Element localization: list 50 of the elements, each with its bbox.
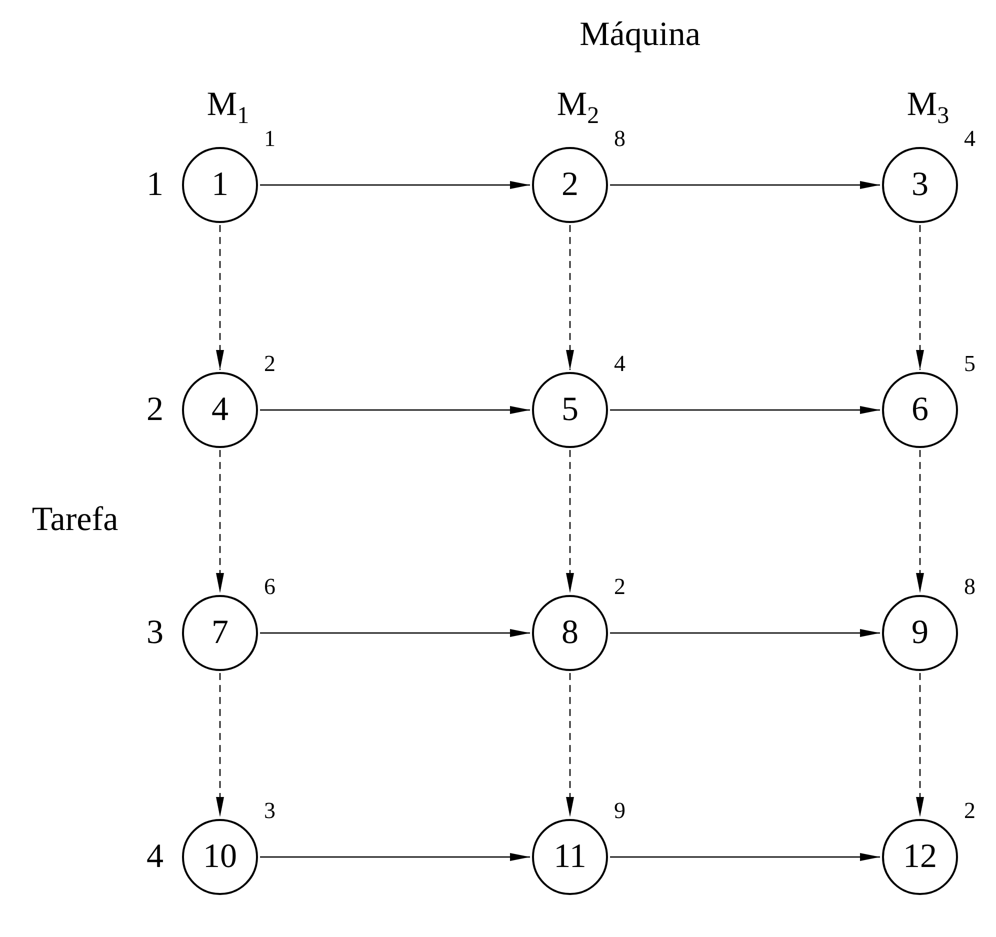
node-number: 3 (912, 168, 928, 202)
row-number: 4 (146, 840, 164, 874)
node-number: 5 (562, 393, 578, 427)
node-number: 6 (912, 393, 928, 427)
row-number: 1 (146, 168, 164, 202)
processing-time: 4 (964, 127, 976, 150)
arrow (916, 450, 924, 593)
column-header: M$_{1}$ (206, 88, 250, 128)
arrow (610, 181, 880, 189)
arrow (610, 406, 880, 414)
processing-time: 9 (614, 799, 626, 822)
arrow (216, 673, 224, 817)
arrow (260, 181, 530, 189)
arrow (566, 225, 574, 370)
arrow (916, 225, 924, 370)
node-number: 12 (903, 840, 937, 874)
arrow (216, 225, 224, 370)
node-number: 7 (212, 616, 228, 650)
arrow (216, 450, 224, 593)
node-number: 8 (562, 616, 578, 650)
column-header: M$_{2}$ (556, 88, 600, 128)
arrow (566, 673, 574, 817)
node-number: 2 (562, 168, 578, 202)
row-number: 3 (146, 616, 164, 650)
arrow (610, 853, 880, 861)
arrow (260, 629, 530, 637)
processing-time: 8 (614, 127, 626, 150)
node-number: 9 (912, 616, 928, 650)
arrow (566, 450, 574, 593)
axis-title: Tarefa (32, 503, 118, 537)
node-number: 11 (554, 840, 586, 874)
arrow (260, 406, 530, 414)
processing-time: 2 (964, 799, 976, 822)
processing-time: 2 (264, 352, 276, 375)
processing-time: 6 (264, 575, 276, 598)
processing-time: 5 (964, 352, 976, 375)
processing-time: 4 (614, 352, 626, 375)
processing-time: 3 (264, 799, 276, 822)
node-number: 4 (212, 393, 228, 427)
node-number: 1 (212, 168, 228, 202)
processing-time: 2 (614, 575, 626, 598)
column-header: M$_{3}$ (906, 88, 950, 128)
arrow (916, 673, 924, 817)
arrow (260, 853, 530, 861)
processing-time: 1 (264, 127, 276, 150)
row-number: 2 (146, 393, 164, 427)
processing-time: 8 (964, 575, 976, 598)
axis-title: Máquina (580, 18, 700, 52)
arrow (610, 629, 880, 637)
node-number: 10 (203, 840, 237, 874)
